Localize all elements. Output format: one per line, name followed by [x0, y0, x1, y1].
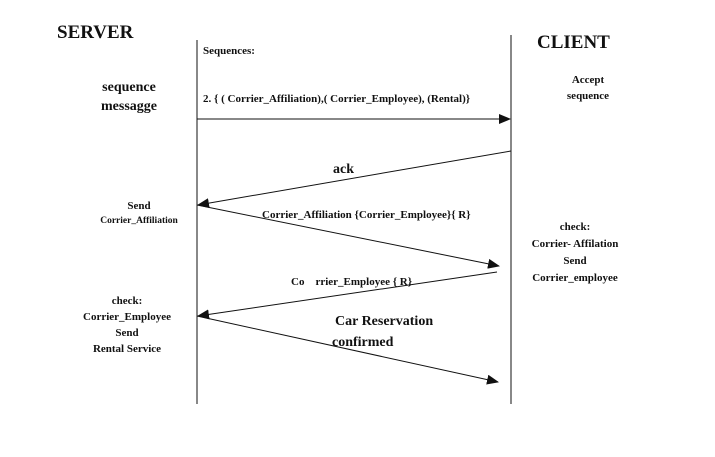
- server-sequence-line-1: sequence: [102, 80, 156, 95]
- affiliation-message: Corrier_Affiliation {Corrier_Employee}{ …: [262, 209, 471, 221]
- client-accept-sequence: Accept sequence: [548, 72, 628, 104]
- client-check-line-4: Corrier_employee: [532, 272, 618, 284]
- server-check-line-1: check:: [111, 295, 143, 307]
- server-check-employee: check: Corrier_Employee Send Rental Serv…: [73, 293, 181, 357]
- reservation-line-2: confirmed: [332, 335, 394, 350]
- client-accept-line-1: Accept: [571, 74, 605, 86]
- server-send-line-2: Corrier_Affiliation: [100, 216, 178, 226]
- server-header: SERVER: [57, 22, 134, 43]
- sequence-spec: 2. { ( Corrier_Affiliation),( Corrier_Em…: [203, 93, 471, 105]
- client-check-affiliation: check: Corrier- Affilation Send Corrier_…: [521, 219, 629, 287]
- server-check-line-4: Rental Service: [92, 343, 162, 355]
- server-send-line-1: Send: [127, 200, 151, 212]
- arrow-affiliation-to-client: [196, 204, 500, 269]
- server-check-line-2: Corrier_Employee: [83, 311, 171, 323]
- employee-message: Co rrier_Employee { R}: [291, 276, 413, 288]
- server-send-affiliation: Send Corrier_Affiliation: [86, 199, 192, 229]
- server-sequence-line-2: messagge: [101, 99, 157, 114]
- server-check-line-3: Send: [115, 327, 139, 339]
- arrow-ack-to-server: [197, 150, 512, 209]
- server-sequence-message: sequence messagge: [86, 78, 172, 116]
- client-header: CLIENT: [537, 32, 610, 53]
- client-check-line-3: Send: [563, 255, 587, 267]
- client-accept-line-2: sequence: [566, 90, 610, 102]
- client-check-line-2: Corrier- Affilation: [531, 238, 619, 250]
- ack-label: ack: [333, 162, 354, 177]
- client-check-line-1: check:: [559, 221, 591, 233]
- sequences-label: Sequences:: [203, 45, 255, 57]
- reservation-line-1: Car Reservation: [335, 314, 434, 329]
- arrow-employee-to-server: [197, 271, 498, 320]
- arrow-reservation-to-client: [196, 315, 499, 385]
